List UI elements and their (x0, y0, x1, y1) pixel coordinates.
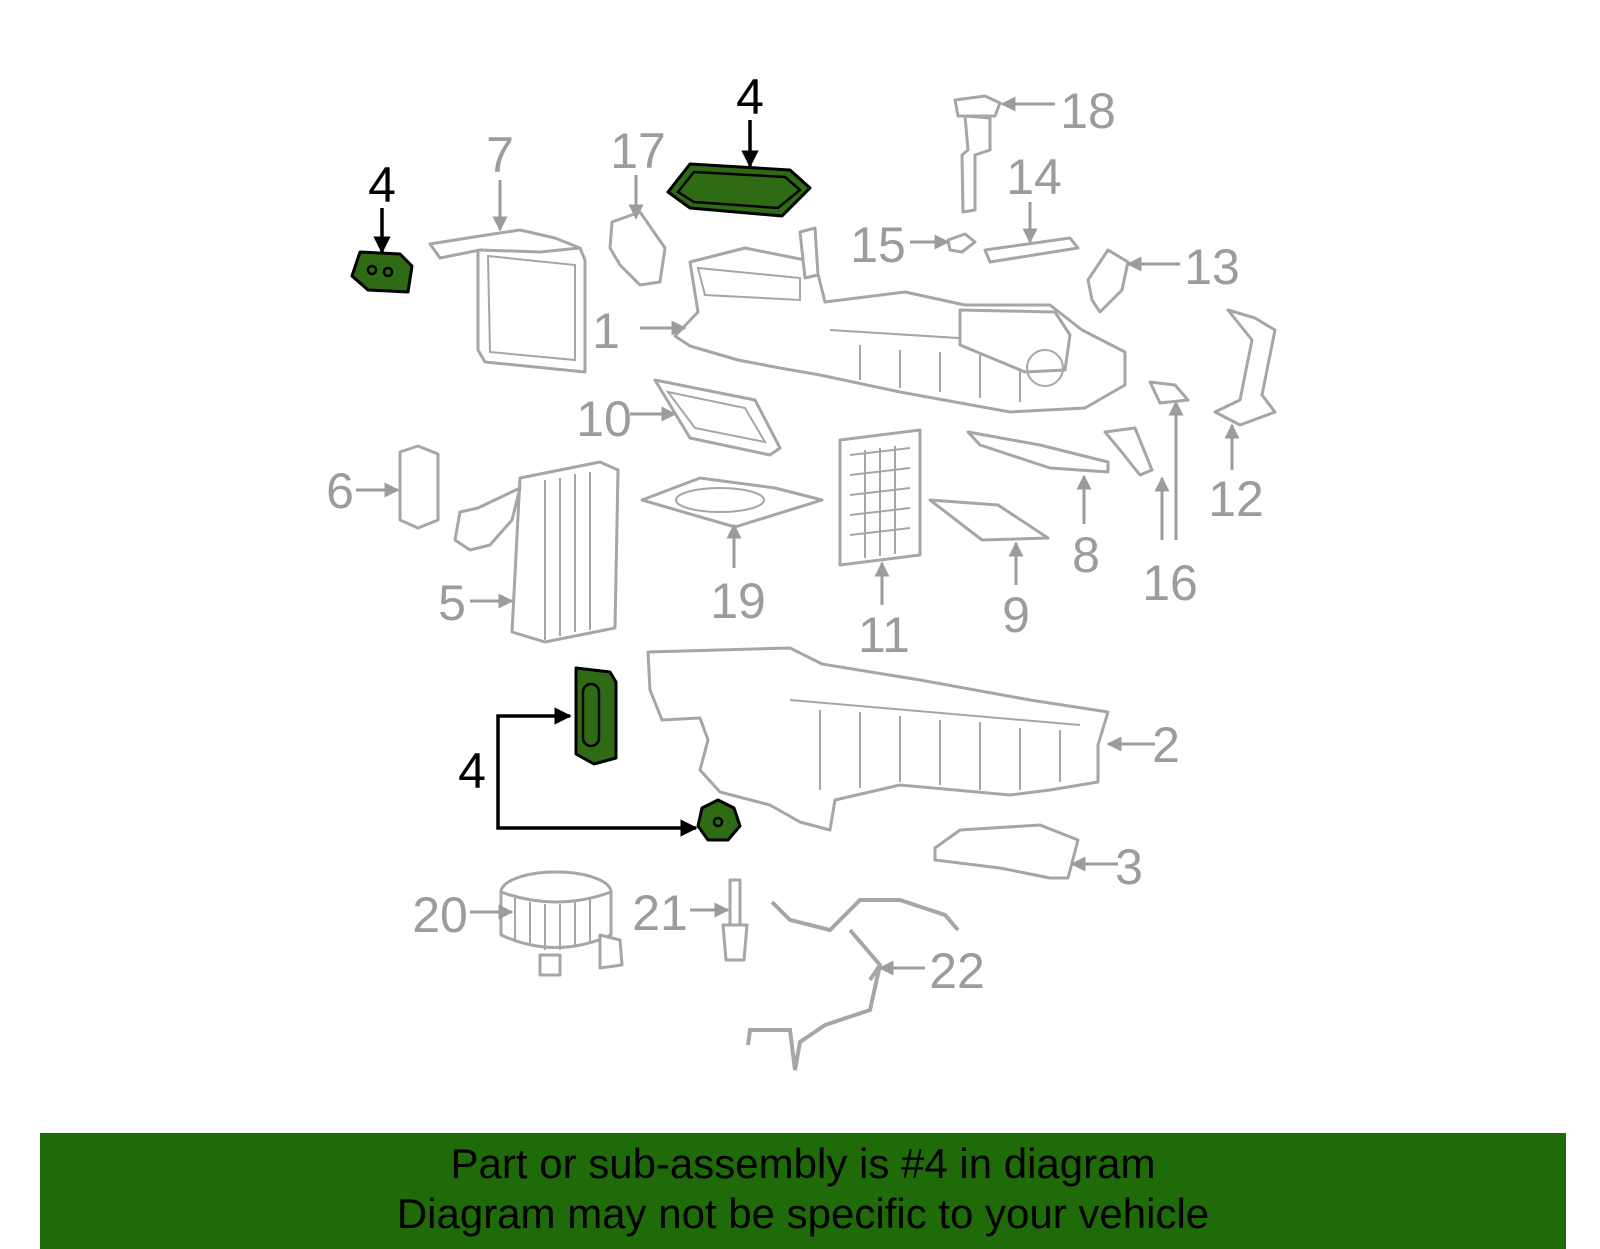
banner-line-2: Diagram may not be specific to your vehi… (396, 1190, 1210, 1237)
part-blower-motor (499, 870, 624, 977)
part-evaporator (453, 460, 620, 644)
banner-line-1: Part or sub-assembly is #4 in diagram (450, 1140, 1156, 1187)
highlighted-part-4-left (350, 250, 414, 294)
callout-8: 8 (1072, 527, 1100, 583)
part-18 (953, 94, 1002, 214)
callout-11: 11 (858, 607, 910, 663)
part-11 (838, 428, 922, 567)
callout-4-top: 4 (736, 69, 764, 125)
leader-lines (356, 96, 1240, 976)
callout-labels: 1 2 3 4 4 4 5 6 7 8 9 10 11 12 13 14 15 … (326, 69, 1264, 999)
info-banner: Part or sub-assembly is #4 in diagram Di… (40, 1133, 1566, 1249)
part-13 (1086, 248, 1130, 314)
callout-12: 12 (1208, 471, 1264, 527)
part-heater-core (428, 228, 587, 374)
callout-15: 15 (850, 217, 906, 273)
callout-20: 20 (412, 887, 468, 943)
callout-4-left: 4 (368, 157, 396, 213)
part-15 (946, 232, 977, 254)
part-12 (1213, 308, 1277, 427)
callout-13: 13 (1184, 239, 1240, 295)
highlighted-part-4-grommet (574, 666, 618, 766)
callout-1: 1 (592, 303, 620, 359)
callout-2: 2 (1152, 717, 1180, 773)
callout-9: 9 (1002, 587, 1030, 643)
part-22-harness (746, 898, 960, 1071)
callout-4-bottom: 4 (458, 743, 486, 799)
part-21 (721, 878, 749, 962)
highlighted-part-4-nut (696, 798, 742, 842)
callout-17: 17 (610, 123, 666, 179)
callout-18: 18 (1060, 83, 1116, 139)
callout-22: 22 (929, 943, 985, 999)
part-16 (1103, 380, 1190, 477)
part-14 (983, 236, 1080, 264)
callout-6: 6 (326, 463, 354, 519)
callout-14: 14 (1006, 149, 1062, 205)
part-lower-housing (646, 646, 1110, 832)
callout-10: 10 (576, 391, 632, 447)
part-19 (640, 476, 824, 529)
callout-5: 5 (438, 575, 466, 631)
callout-21: 21 (632, 885, 688, 941)
part-6 (398, 444, 440, 530)
callout-7: 7 (486, 127, 514, 183)
part-10 (653, 378, 782, 457)
callout-3: 3 (1115, 839, 1143, 895)
highlighted-part-4-top (666, 162, 812, 218)
part-3 (933, 823, 1080, 880)
leader-lines-part-4 (373, 120, 759, 837)
part-8 (966, 430, 1110, 474)
part-hvac-housing (673, 226, 1127, 414)
part-17 (608, 210, 667, 287)
part-9 (928, 498, 1050, 542)
callout-16: 16 (1142, 555, 1198, 611)
callout-19: 19 (710, 573, 766, 629)
